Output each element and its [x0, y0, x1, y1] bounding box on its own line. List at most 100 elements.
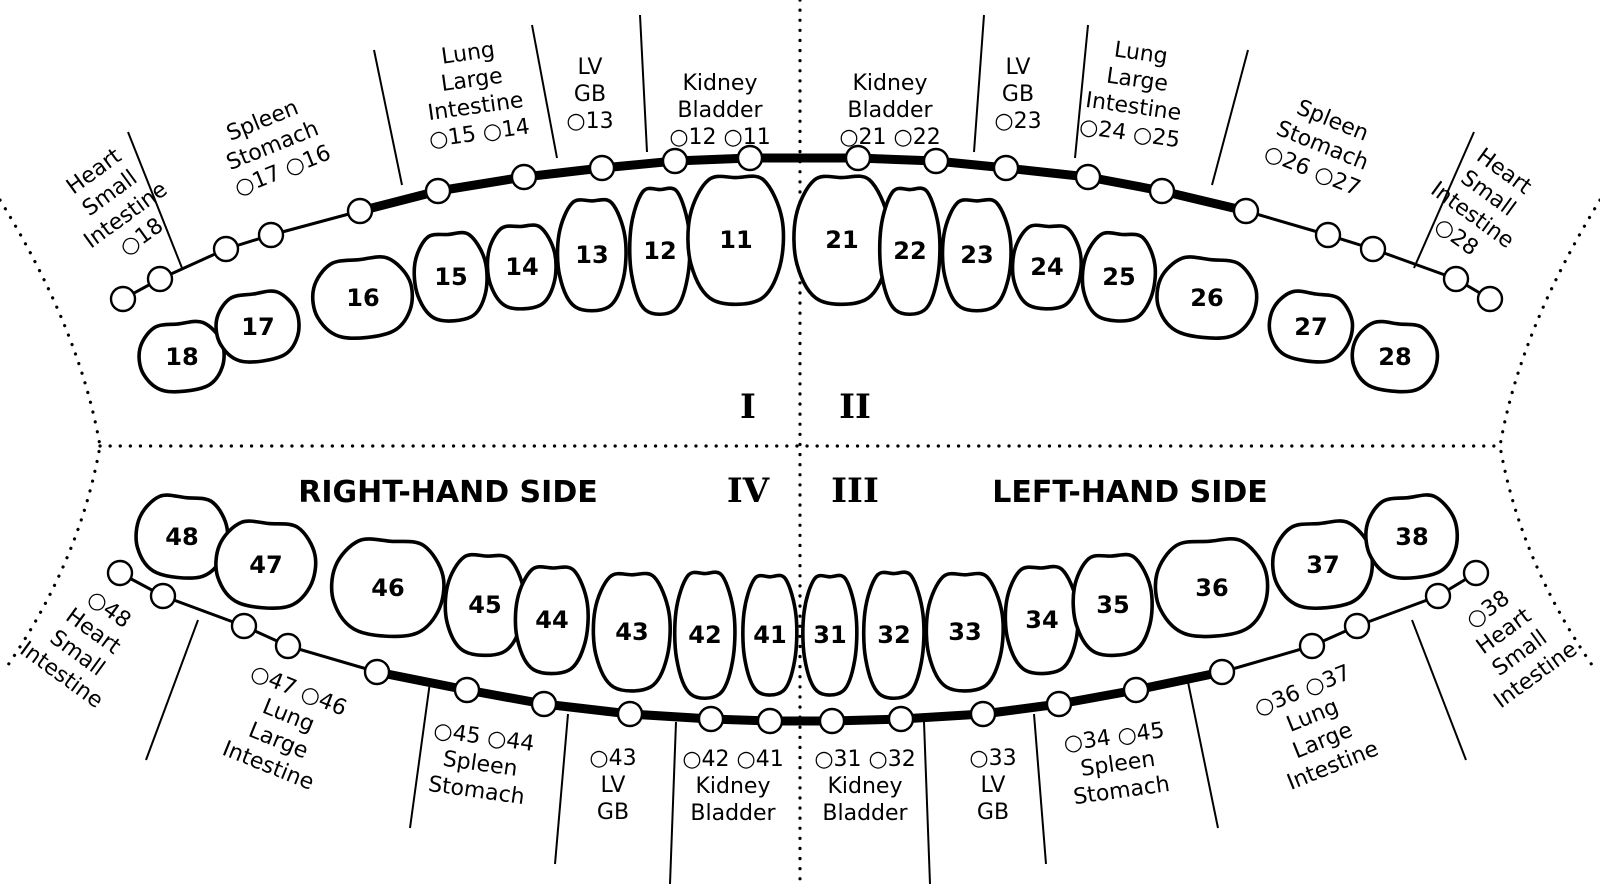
acupoint	[736, 144, 764, 172]
organ-label-line: LV	[981, 773, 1006, 798]
lower-group-divider	[554, 713, 569, 865]
upper-group-label-2: SpleenStomach○17 ○16	[211, 90, 335, 201]
tooth-number-14: 14	[505, 253, 538, 281]
upper-group-divider	[1211, 49, 1249, 186]
upper-group-label-1: HeartSmallIntestine○18	[48, 133, 188, 275]
lower-group-divider	[923, 721, 931, 884]
tooth-number-37: 37	[1306, 551, 1339, 579]
acupoint	[1476, 285, 1504, 313]
organ-label-line: ○21 ○22	[839, 125, 940, 150]
upper-group-label-10: HeartSmallIntestine○28	[1410, 133, 1550, 275]
acupoint	[212, 235, 240, 263]
tooth-number-31: 31	[813, 621, 846, 649]
organ-label-line: ○33	[969, 746, 1016, 771]
tooth-number-15: 15	[434, 263, 467, 291]
tooth-12	[627, 186, 692, 317]
organ-label-line: ○42 ○41	[682, 747, 783, 772]
tooth-number-35: 35	[1096, 591, 1129, 619]
acupoint	[149, 582, 177, 610]
organ-label-line: GB	[1002, 82, 1034, 107]
tooth-26	[1155, 255, 1259, 340]
tooth-number-47: 47	[249, 551, 282, 579]
tooth-number-24: 24	[1030, 253, 1063, 281]
tooth-45	[443, 552, 527, 658]
tooth-number-41: 41	[753, 621, 786, 649]
acupoint	[1424, 582, 1452, 610]
acupoint	[1045, 690, 1073, 718]
tooth-number-42: 42	[688, 621, 721, 649]
tooth-15	[412, 230, 489, 323]
acupoint	[230, 612, 258, 640]
tooth-23	[940, 197, 1013, 313]
acupoint	[844, 144, 872, 172]
tooth-14	[485, 223, 558, 311]
tooth-42	[672, 570, 737, 701]
organ-label-line: Bladder	[677, 98, 763, 123]
right-outer-boundary	[1498, 198, 1600, 667]
quadrant-label-3: III	[831, 471, 879, 511]
organ-label-line: Kidney	[695, 774, 770, 799]
left-hand-side-label: LEFT-HAND SIDE	[992, 475, 1268, 510]
organ-label-line: LV	[601, 773, 626, 798]
tooth-28	[1350, 319, 1440, 394]
tooth-48	[134, 493, 230, 580]
acupoint	[510, 163, 538, 191]
lower-group-divider	[1033, 713, 1047, 865]
acupoint	[992, 154, 1020, 182]
tooth-number-25: 25	[1102, 263, 1135, 291]
tooth-46	[329, 537, 446, 639]
acupoint	[1232, 197, 1260, 225]
organ-label-line: LV	[1006, 55, 1031, 80]
lower-group-label-2: ○47 ○46LungLargeIntestine	[216, 660, 350, 796]
acupoint	[424, 177, 452, 205]
acupoint	[887, 705, 915, 733]
lower-group-divider	[1411, 619, 1467, 761]
upper-group-divider	[531, 24, 558, 159]
upper-group-label-9: SpleenStomach○26 ○27	[1261, 90, 1385, 201]
lower-group-divider	[1187, 681, 1219, 829]
organ-label-line: GB	[597, 800, 629, 825]
right-hand-side-label: RIGHT-HAND SIDE	[298, 475, 597, 510]
lower-group-divider	[669, 721, 677, 884]
organ-label-line: GB	[574, 82, 606, 107]
upper-group-divider	[1413, 131, 1475, 269]
tooth-25	[1080, 230, 1158, 323]
acupoint	[969, 700, 997, 728]
acupoint	[1343, 612, 1371, 640]
organ-label-line: LV	[578, 55, 603, 80]
tooth-number-11: 11	[719, 226, 752, 254]
acupoint	[1122, 676, 1150, 704]
left-outer-boundary	[0, 198, 102, 667]
lower-group-label-1: ○48HeartSmallIntestine	[15, 571, 155, 713]
tooth-27	[1267, 289, 1355, 364]
tooth-number-48: 48	[165, 523, 198, 551]
lower-group-divider	[409, 681, 431, 829]
acupoint	[1208, 658, 1236, 686]
acupoint	[1359, 235, 1387, 263]
tooth-21	[792, 174, 892, 307]
tooth-33	[924, 571, 1005, 693]
acupoint	[661, 147, 689, 175]
organ-label-line: Bladder	[822, 801, 908, 826]
acupoint	[818, 707, 846, 735]
tooth-31	[801, 573, 859, 697]
acupoint	[616, 700, 644, 728]
acupoint	[756, 707, 784, 735]
tooth-32	[861, 570, 926, 701]
upper-group-divider	[373, 49, 403, 186]
acupoint	[697, 705, 725, 733]
lower-group-divider	[145, 619, 199, 761]
tooth-number-22: 22	[893, 237, 926, 265]
upper-group-divider	[1074, 24, 1089, 159]
tooth-number-21: 21	[825, 226, 858, 254]
